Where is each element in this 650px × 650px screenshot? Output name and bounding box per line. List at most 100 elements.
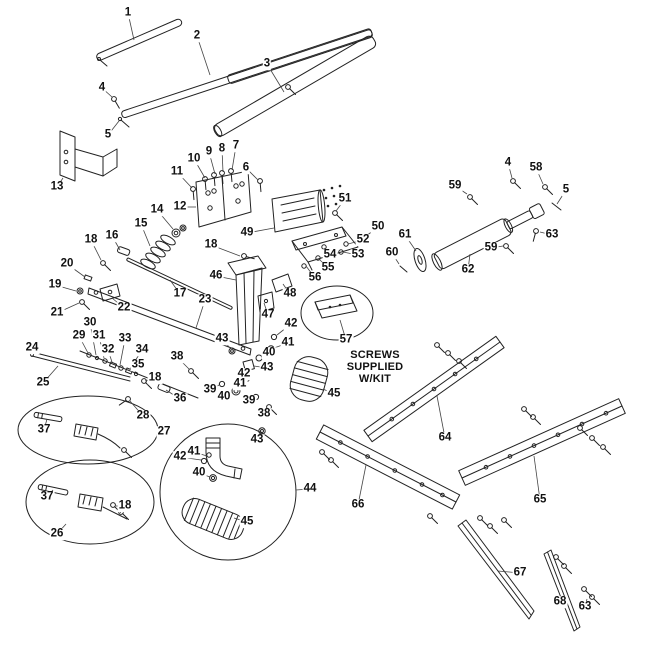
- linkage-fasteners: [79, 350, 199, 399]
- part-label-36-48: 36: [172, 392, 188, 405]
- part-label-27-50: 27: [156, 425, 172, 438]
- part-label-57-35: 57: [338, 333, 354, 346]
- part-label-51-28: 51: [337, 192, 353, 205]
- part-label-40-62: 40: [216, 390, 232, 403]
- part-label-44-70: 44: [302, 482, 318, 495]
- part-label-3-2: 3: [262, 57, 272, 70]
- part-label-42-55: 42: [283, 317, 299, 330]
- part-label-63-76: 63: [544, 228, 560, 241]
- part-label-16-15: 16: [104, 229, 120, 242]
- part-label-39-61: 39: [202, 383, 218, 396]
- part-label-41-56: 41: [280, 336, 296, 349]
- part-21-screw: [79, 299, 90, 310]
- part-label-42-67: 42: [172, 450, 188, 463]
- roller-assembly: [399, 178, 562, 273]
- part-13-bracket: [59, 130, 118, 182]
- leader-line-2-1: [196, 35, 211, 76]
- part-66-rail: [315, 424, 461, 510]
- part-label-63-86: 63: [577, 600, 593, 613]
- part-label-1-0: 1: [123, 6, 133, 19]
- part-label-68-85: 68: [552, 595, 568, 608]
- part-19-washer: [76, 287, 84, 295]
- part-label-58-73: 58: [528, 161, 544, 174]
- part-label-43-58: 43: [259, 361, 275, 374]
- kit-note-line-3: W/KIT: [358, 373, 392, 386]
- part-label-41-60: 41: [232, 377, 248, 390]
- part-label-11-11: 11: [169, 165, 185, 178]
- part-15-spring: [140, 234, 176, 270]
- part-label-26-53: 26: [49, 527, 65, 540]
- kit-note: SCREWS SUPPLIED W/KIT: [333, 349, 417, 385]
- part-label-2-1: 2: [192, 29, 202, 42]
- part-label-6-6: 6: [241, 161, 251, 174]
- part-label-56-34: 56: [307, 271, 323, 284]
- part-2-tube: [121, 28, 373, 119]
- part-label-10-10: 10: [186, 152, 202, 165]
- part-label-65-83: 65: [532, 493, 548, 506]
- part-label-18-24: 18: [203, 238, 219, 251]
- part-16-pin: [117, 246, 131, 256]
- part-label-60-79: 60: [384, 246, 400, 259]
- part-12-plate: [195, 170, 252, 228]
- part-label-66-82: 66: [350, 498, 366, 511]
- part-label-59-77: 59: [483, 241, 499, 254]
- part-label-40-57: 40: [261, 346, 277, 359]
- part-label-37-51: 37: [39, 490, 55, 503]
- part-label-52-30: 52: [355, 233, 371, 246]
- part-label-7-7: 7: [231, 139, 241, 152]
- part-46-duct: [227, 249, 267, 346]
- part-label-9-9: 9: [204, 145, 214, 158]
- part-label-18-45: 18: [147, 371, 163, 384]
- part-label-35-44: 35: [130, 358, 146, 371]
- kit-bag-callout: [300, 285, 374, 341]
- part-label-47-25: 47: [260, 308, 276, 321]
- part-label-37-49: 37: [36, 423, 52, 436]
- part-label-17-21: 17: [172, 287, 188, 300]
- part-label-46-23: 46: [208, 269, 224, 282]
- part-label-19-18: 19: [47, 278, 63, 291]
- part-1-tube: [96, 18, 183, 67]
- part-67-stake: [457, 519, 535, 620]
- part-label-32-41: 32: [100, 343, 116, 356]
- part-label-24-36: 24: [24, 341, 40, 354]
- part-38-screw-a: [188, 368, 199, 379]
- kit-note-line-1: SCREWS: [350, 349, 400, 361]
- part-label-45-71: 45: [239, 515, 255, 528]
- part-45-hose-upper: [289, 356, 329, 402]
- part-label-43-66: 43: [249, 433, 265, 446]
- part-label-41-68: 41: [186, 445, 202, 458]
- part-49-valve: [271, 189, 326, 233]
- part-label-43-54: 43: [214, 332, 230, 345]
- part-label-29-38: 29: [71, 329, 87, 342]
- part-label-34-43: 34: [134, 343, 150, 356]
- part-label-33-42: 33: [117, 332, 133, 345]
- part-label-49-27: 49: [239, 226, 255, 239]
- part-label-54-32: 54: [322, 248, 338, 261]
- part-label-55-33: 55: [320, 261, 336, 274]
- part-label-18-52: 18: [117, 499, 133, 512]
- part-64-rail: [363, 335, 505, 443]
- kit-note-line-2: SUPPLIED: [346, 361, 404, 374]
- part-label-28-47: 28: [135, 409, 151, 422]
- part-label-20-17: 20: [59, 257, 75, 270]
- part-68-stake: [543, 549, 581, 632]
- part-23-bar: [87, 287, 252, 356]
- part-label-53-31: 53: [350, 248, 366, 261]
- part-47-bracket: [257, 291, 275, 313]
- part-label-39-64: 39: [241, 394, 257, 407]
- part-5-pin: [117, 116, 130, 128]
- part-label-50-29: 50: [370, 220, 386, 233]
- mounting-screws-6-11: [185, 167, 268, 201]
- part-50-channel: [291, 210, 359, 271]
- part-label-48-26: 48: [282, 287, 298, 300]
- part-18-screw-a: [100, 260, 111, 271]
- part-label-14-13: 14: [149, 203, 165, 216]
- part-label-64-81: 64: [437, 431, 453, 444]
- part-label-42-59: 42: [236, 367, 252, 380]
- part-label-15-14: 15: [133, 217, 149, 230]
- hose-assembly-44: [159, 423, 297, 561]
- part-48-bracket: [271, 273, 293, 293]
- part-label-5-4: 5: [103, 128, 113, 141]
- part-label-38-46: 38: [169, 350, 185, 363]
